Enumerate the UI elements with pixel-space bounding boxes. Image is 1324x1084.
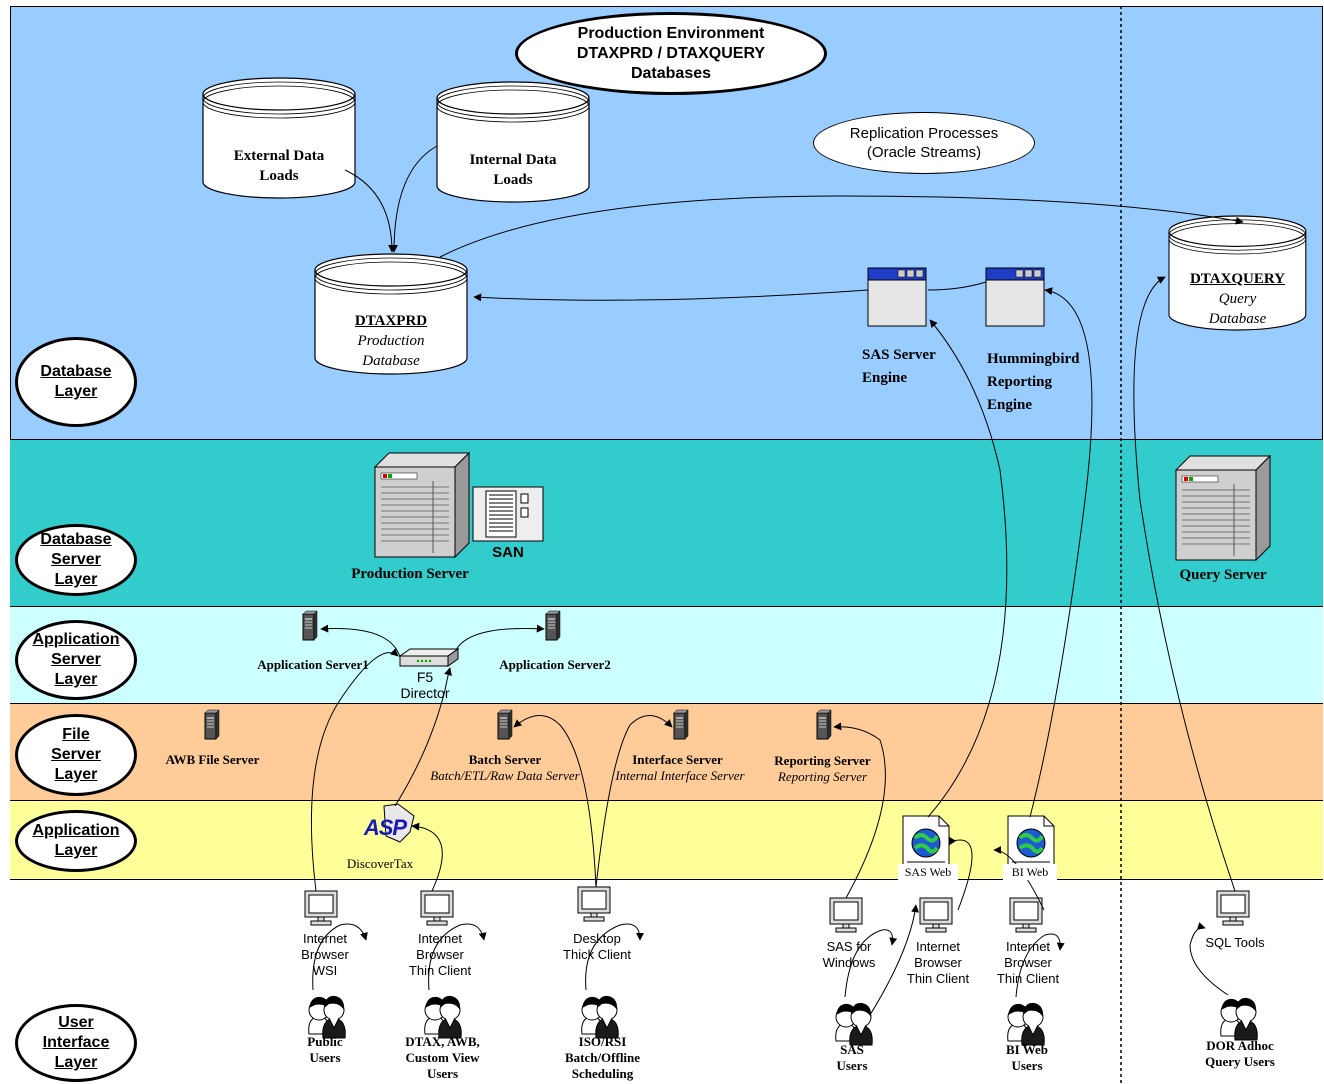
batch-server-label: Batch Server <box>468 752 542 767</box>
dtaxquery-title: DTAXQUERY <box>1189 271 1286 287</box>
iso-rsi-users-label: ISO/RSI Batch/Offline Scheduling <box>564 1034 641 1081</box>
hummingbird-engine-label: Hummingbird Reporting Engine <box>987 351 1080 413</box>
production-server-label: Production Server <box>351 566 469 582</box>
file-server-layer-label: File Server Layer <box>15 714 137 796</box>
user-interface-layer-band <box>10 879 1323 1084</box>
discovertax-label: DiscoverTax <box>346 856 414 871</box>
internal-data-loads-text: Internal Data Loads <box>469 152 557 188</box>
title-oval: Production Environment DTAXPRD / DTAXQUE… <box>515 12 827 95</box>
application-server2-label: Application Server2 <box>499 657 611 672</box>
application-server-layer-label: Application Server Layer <box>15 620 137 700</box>
client-thin2-label: Internet Browser Thin Client <box>906 939 970 986</box>
dtaxprd-subtitle: Production Database <box>357 333 425 369</box>
application-layer-band <box>10 800 1323 879</box>
application-layer-label: Application Layer <box>15 810 137 872</box>
external-data-loads-text: External Data Loads <box>233 148 325 184</box>
f5-director-device <box>398 648 460 667</box>
client-sql-tools-label: SQL Tools <box>1205 935 1265 950</box>
user-interface-layer-label: User Interface Layer <box>15 1004 137 1082</box>
bi-web-label: BI Web <box>1003 864 1057 880</box>
replication-oval: Replication Processes (Oracle Streams) <box>813 112 1035 174</box>
query-server-label: Query Server <box>1179 567 1267 583</box>
f5-director-label: F5 Director <box>400 669 450 701</box>
sas-users-label: SAS Users <box>836 1042 868 1073</box>
dor-adhoc-users-label: DOR Adhoc Query Users <box>1205 1038 1275 1069</box>
sas-web-label: SAS Web <box>898 864 958 880</box>
interface-server-subtitle: Internal Interface Server <box>615 768 745 783</box>
external-data-loads-label: External Data Loads <box>203 146 355 186</box>
client-thick-label: Desktop Thick Client <box>563 931 631 962</box>
dtax-users-label: DTAX, AWB, Custom View Users <box>405 1034 480 1081</box>
public-users-label: Public Users <box>307 1034 343 1065</box>
database-server-layer-label: Database Server Layer <box>15 524 137 596</box>
database-server-layer-band <box>10 439 1323 606</box>
bi-web-users-label: BI Web Users <box>1005 1042 1049 1073</box>
awb-file-server-label: AWB File Server <box>165 752 260 767</box>
reporting-server-subtitle: Reporting Server <box>777 769 868 784</box>
san-device <box>472 486 544 542</box>
client-thin1-label: Internet Browser Thin Client <box>408 931 472 978</box>
client-thin3-label: Internet Browser Thin Client <box>996 939 1060 986</box>
client-sas-windows-label: SAS for Windows <box>822 939 876 970</box>
sas-server-engine-label: SAS Server Engine <box>862 347 936 386</box>
batch-server-subtitle: Batch/ETL/Raw Data Server <box>430 768 580 783</box>
reporting-server-label: Reporting Server <box>774 753 871 768</box>
application-server1-label: Application Server1 <box>257 657 369 672</box>
asp-logo-text: ASP <box>363 815 407 840</box>
interface-server-label: Interface Server <box>632 752 723 767</box>
dtaxquery-subtitle: Query Database <box>1208 291 1267 327</box>
client-wsi-label: Internet Browser WSI <box>301 931 349 978</box>
san-label: SAN <box>492 544 524 561</box>
asp-logo-graphic <box>383 803 415 843</box>
dtaxprd-database-label: DTAXPRD Production Database <box>315 311 467 371</box>
internal-data-loads-label: Internal Data Loads <box>437 150 589 190</box>
dtaxprd-title: DTAXPRD <box>354 313 428 329</box>
application-server-layer-band <box>10 606 1323 703</box>
database-layer-label: Database Layer <box>15 337 137 427</box>
dtaxquery-database-label: DTAXQUERY Query Database <box>1169 269 1306 329</box>
